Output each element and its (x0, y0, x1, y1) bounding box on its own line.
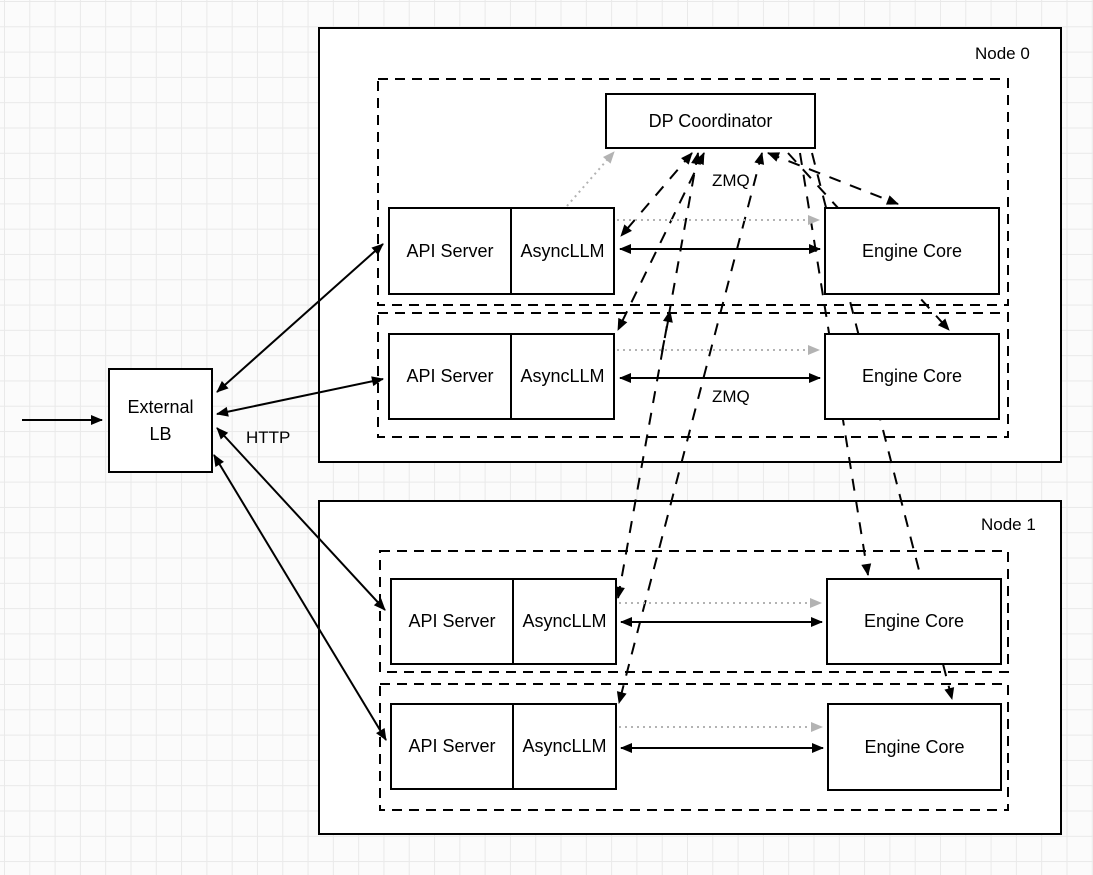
async-llm-label: AsyncLLM (520, 366, 605, 386)
dp-coordinator-label: DP Coordinator (648, 110, 773, 131)
external-lb-box: External LB (108, 368, 213, 473)
api-server-cell: API Server (390, 335, 512, 418)
async-llm-label: AsyncLLM (520, 240, 605, 261)
api-async-box-n1r1: API Server AsyncLLM (390, 703, 617, 790)
api-server-cell: API Server (392, 580, 514, 663)
api-server-label: API Server (408, 611, 496, 631)
api-async-box-n0r1: API Server AsyncLLM (388, 333, 615, 420)
api-async-box-n0r0: API Server AsyncLLM (388, 207, 615, 295)
http-label: HTTP (246, 428, 291, 447)
node1-label: Node 1 (981, 515, 1036, 534)
engine-core-label: Engine Core (861, 366, 963, 386)
external-lb-label-line1: External (127, 397, 194, 418)
engine-core-box-n0r1: Engine Core (824, 333, 1000, 420)
async-llm-cell: AsyncLLM (512, 335, 613, 418)
api-server-label: API Server (408, 736, 496, 756)
async-llm-label: AsyncLLM (522, 611, 607, 631)
api-async-box-n1r0: API Server AsyncLLM (390, 578, 617, 665)
api-server-label: API Server (406, 366, 494, 386)
engine-core-box-n1r0: Engine Core (826, 578, 1002, 665)
node0-label: Node 0 (975, 44, 1030, 63)
engine-core-box-n1r1: Engine Core (827, 703, 1002, 791)
engine-core-label: Engine Core (864, 736, 965, 757)
zmq-row-label: ZMQ (712, 387, 750, 406)
zmq-coordinator-label: ZMQ (712, 171, 750, 190)
engine-core-box-n0r0: Engine Core (824, 207, 1000, 295)
api-server-label: API Server (406, 240, 494, 261)
engine-core-label: Engine Core (863, 611, 965, 631)
async-llm-cell: AsyncLLM (514, 580, 615, 663)
external-lb-label-line2: LB (149, 423, 172, 444)
api-server-cell: API Server (392, 705, 514, 788)
engine-core-label: Engine Core (861, 240, 963, 261)
api-server-cell: API Server (390, 209, 512, 293)
async-llm-cell: AsyncLLM (512, 209, 613, 293)
async-llm-label: AsyncLLM (522, 736, 607, 756)
dp-coordinator-box: DP Coordinator (605, 93, 816, 149)
async-llm-cell: AsyncLLM (514, 705, 615, 788)
